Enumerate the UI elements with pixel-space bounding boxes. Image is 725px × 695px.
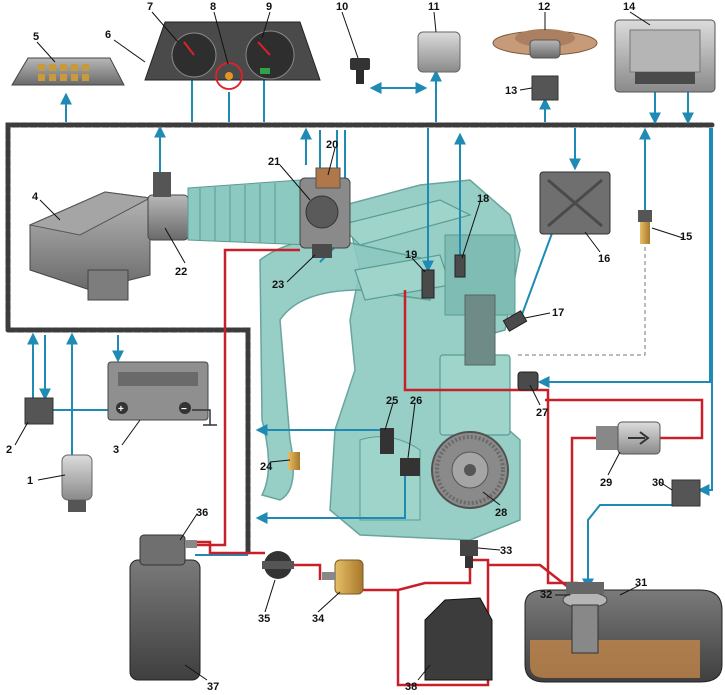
callout-10: 10 bbox=[336, 1, 348, 13]
callout-20: 20 bbox=[326, 139, 338, 151]
throttle-body bbox=[299, 167, 351, 258]
callout-23: 23 bbox=[272, 279, 284, 291]
callout-14: 14 bbox=[623, 1, 636, 13]
callout-7: 7 bbox=[147, 1, 153, 13]
check-valve-35 bbox=[262, 551, 294, 579]
callout-26: 26 bbox=[410, 395, 422, 407]
callout-19: 19 bbox=[405, 249, 417, 261]
callout-36: 36 bbox=[196, 507, 208, 519]
check-engine-highlight bbox=[215, 62, 243, 90]
air-intake-hose bbox=[187, 179, 311, 246]
separator-38 bbox=[424, 597, 493, 681]
flywheel bbox=[431, 431, 509, 509]
callout-4: 4 bbox=[32, 191, 39, 203]
sensor-12 bbox=[492, 29, 598, 59]
engine-block bbox=[259, 179, 521, 541]
battery: + − bbox=[107, 361, 209, 421]
callout-35: 35 bbox=[258, 613, 270, 625]
spark-plug bbox=[502, 310, 528, 332]
callout-17: 17 bbox=[552, 307, 564, 319]
callout-labels: 5 6 7 8 9 10 11 12 13 14 4 22 21 20 23 1… bbox=[6, 1, 692, 693]
sensor-25 bbox=[380, 428, 394, 454]
injector-18 bbox=[454, 254, 466, 278]
callout-33: 33 bbox=[500, 545, 512, 557]
callout-leader-lines bbox=[14, 11, 684, 681]
coolant-temp-sensor bbox=[638, 210, 652, 244]
callout-3: 3 bbox=[113, 444, 119, 456]
charcoal-canister bbox=[129, 534, 201, 681]
crankshaft-sensor bbox=[400, 458, 420, 476]
instrument-cluster bbox=[144, 21, 321, 81]
sensor-dashed-line bbox=[515, 240, 646, 356]
callout-13: 13 bbox=[505, 85, 517, 97]
callout-18: 18 bbox=[477, 193, 489, 205]
diagnostic-connector bbox=[11, 57, 125, 86]
mass-air-flow-sensor bbox=[147, 172, 189, 241]
module-2 bbox=[24, 397, 54, 425]
callout-24: 24 bbox=[260, 461, 273, 473]
module-30 bbox=[671, 479, 701, 507]
ecu-controller bbox=[614, 19, 716, 93]
module-13 bbox=[531, 75, 559, 101]
callout-5: 5 bbox=[33, 31, 39, 43]
battery-negative-terminal: − bbox=[181, 404, 187, 415]
callout-9: 9 bbox=[266, 1, 272, 13]
callout-27: 27 bbox=[536, 407, 548, 419]
callout-12: 12 bbox=[538, 1, 550, 13]
callout-38: 38 bbox=[405, 681, 417, 693]
callout-2: 2 bbox=[6, 444, 12, 456]
fuel-filter bbox=[596, 421, 661, 455]
callout-22: 22 bbox=[175, 266, 187, 278]
callout-30: 30 bbox=[652, 477, 664, 489]
callout-25: 25 bbox=[386, 395, 398, 407]
check-engine-lamp-icon bbox=[225, 72, 233, 80]
callout-8: 8 bbox=[210, 1, 216, 13]
callout-21: 21 bbox=[268, 156, 280, 168]
sensor-24 bbox=[288, 452, 300, 470]
valve-33 bbox=[460, 540, 478, 568]
callout-1: 1 bbox=[27, 475, 33, 487]
callout-16: 16 bbox=[598, 253, 610, 265]
ground-symbol bbox=[192, 409, 217, 426]
fuel-tank bbox=[524, 589, 723, 683]
air-filter bbox=[28, 191, 152, 301]
knock-sensor bbox=[517, 371, 539, 391]
injector-19 bbox=[421, 269, 435, 299]
fuel-pump-module bbox=[562, 582, 608, 654]
callout-34: 34 bbox=[312, 613, 325, 625]
callout-31: 31 bbox=[635, 577, 647, 589]
callout-29: 29 bbox=[600, 477, 612, 489]
callout-15: 15 bbox=[680, 231, 692, 243]
callout-11: 11 bbox=[428, 1, 440, 13]
relay-11 bbox=[417, 31, 461, 73]
sensor-10 bbox=[350, 58, 370, 84]
ignition-coil bbox=[539, 171, 611, 235]
canister-purge-valve bbox=[322, 559, 364, 595]
wiring-harness bbox=[5, 122, 715, 555]
callout-6: 6 bbox=[105, 29, 111, 41]
battery-positive-terminal: + bbox=[118, 404, 124, 415]
component-1 bbox=[61, 454, 93, 512]
callout-37: 37 bbox=[207, 681, 219, 693]
callout-32: 32 bbox=[540, 589, 552, 601]
callout-28: 28 bbox=[495, 507, 507, 519]
